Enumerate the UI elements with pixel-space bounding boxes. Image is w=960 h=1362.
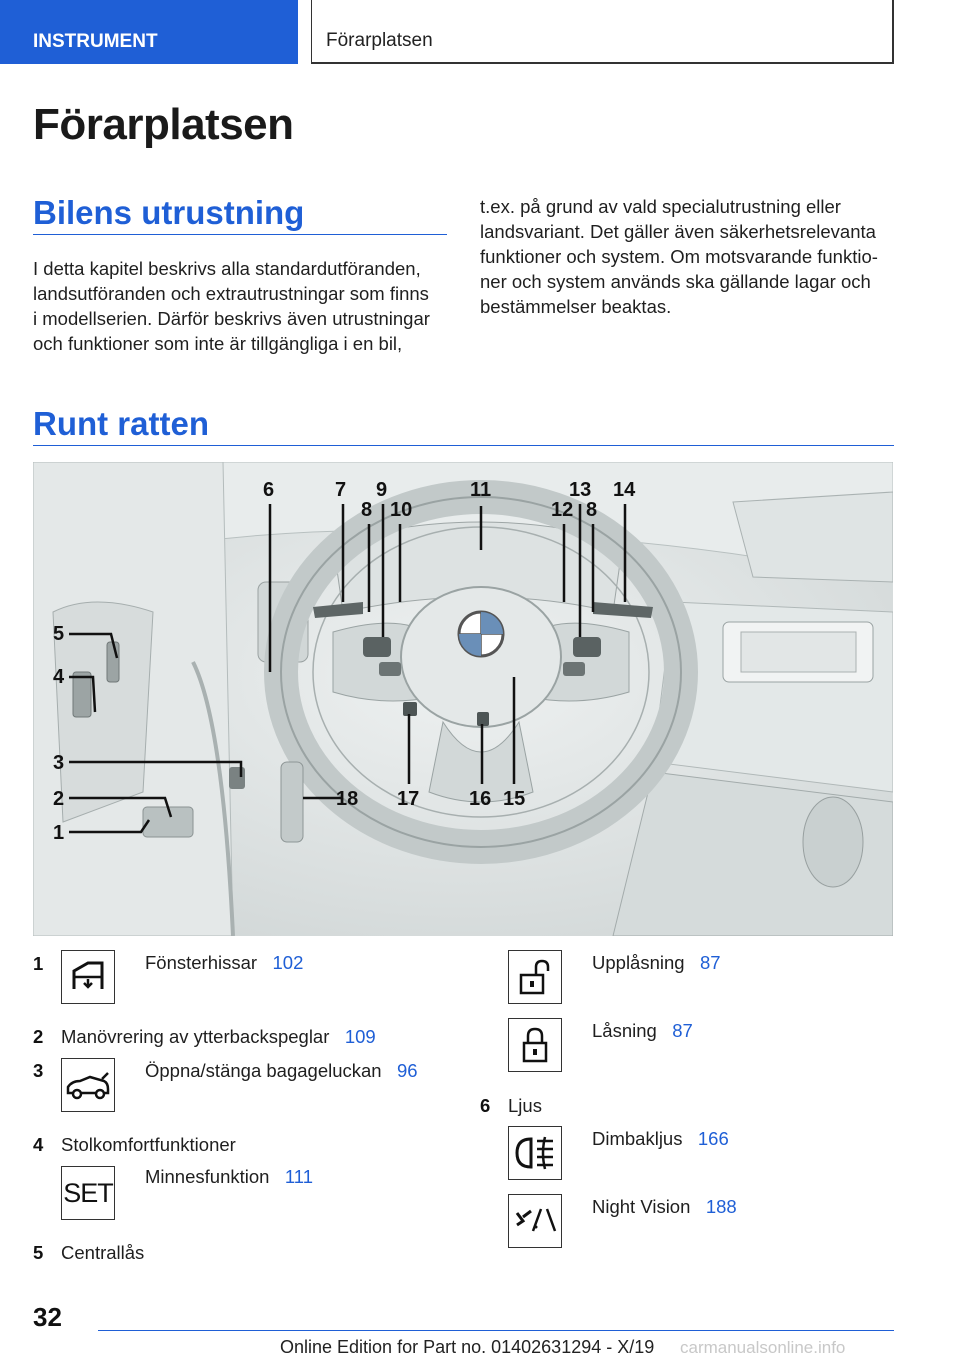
callout-8: 8 xyxy=(361,499,372,521)
item-number: 2 xyxy=(33,1026,44,1047)
item-number: 1 xyxy=(33,953,44,974)
page-title: Förarplatsen xyxy=(33,100,294,149)
unlock-icon xyxy=(508,950,562,1004)
item-mirrors: Manövrering av ytterbackspeglar 109 xyxy=(61,1026,376,1048)
cockpit-drawing: 6 7 8 9 10 11 12 8 13 14 5 4 3 2 1 18 17… xyxy=(33,462,893,936)
item-label: Minnesfunktion xyxy=(145,1166,270,1187)
item-label: Dimbakljus xyxy=(592,1128,683,1149)
item-memory: Minnesfunktion 111 xyxy=(145,1166,313,1188)
callout-6: 6 xyxy=(263,479,274,501)
section-rule xyxy=(33,234,447,235)
page-ref[interactable]: 109 xyxy=(344,1026,376,1047)
item-number: 3 xyxy=(33,1060,44,1081)
callout-10: 10 xyxy=(390,499,412,521)
text-line: bestämmelser beaktas. xyxy=(480,296,672,317)
item-label: Upplåsning xyxy=(592,952,685,973)
page-ref[interactable]: 87 xyxy=(700,952,721,973)
cockpit-illustration: 6 7 8 9 10 11 12 8 13 14 5 4 3 2 1 18 17… xyxy=(33,462,893,936)
page-ref[interactable]: 166 xyxy=(697,1128,729,1149)
item-window-lift: Fönsterhissar 102 xyxy=(145,952,303,974)
item-label: Ljus xyxy=(508,1095,542,1116)
lock-icon xyxy=(508,1018,562,1072)
item-label: Låsning xyxy=(592,1020,657,1041)
callout-1: 1 xyxy=(53,822,64,844)
footer-edition: Online Edition for Part no. 01402631294 … xyxy=(280,1337,655,1357)
item-number: 6 xyxy=(480,1095,491,1116)
trunk-icon xyxy=(61,1058,115,1112)
section-tab: INSTRUMENT xyxy=(0,0,298,64)
set-icon-text: SET xyxy=(63,1177,114,1208)
text-line: t.ex. på grund av vald specialutrustning… xyxy=(480,196,841,217)
item-number: 4 xyxy=(33,1134,44,1155)
page-ref[interactable]: 87 xyxy=(672,1020,693,1041)
item-label: Night Vision xyxy=(592,1196,691,1217)
callout-11: 11 xyxy=(470,479,491,501)
rear-fog-light-icon xyxy=(508,1126,562,1180)
section-heading-steering: Runt ratten xyxy=(33,405,209,442)
callout-17: 17 xyxy=(397,788,419,810)
header-title-box: Förarplatsen xyxy=(311,0,894,64)
text-line: i modellserien. Därför beskrivs även utr… xyxy=(33,308,430,329)
callout-14: 14 xyxy=(613,479,636,501)
header-title: Förarplatsen xyxy=(326,30,433,51)
section-heading-equipment: Bilens utrustning xyxy=(33,194,305,231)
callout-8b: 8 xyxy=(586,499,597,521)
item-lights: Ljus xyxy=(508,1095,542,1117)
item-central-lock: Centrallås xyxy=(61,1242,144,1264)
callout-16: 16 xyxy=(469,788,491,810)
callout-2: 2 xyxy=(53,788,64,810)
callout-15: 15 xyxy=(503,788,525,810)
callout-7: 7 xyxy=(335,479,346,501)
item-label: Fönsterhissar xyxy=(145,952,258,973)
item-label: Stolkomfortfunktioner xyxy=(61,1134,236,1155)
page-ref[interactable]: 102 xyxy=(272,952,304,973)
text-line: landsvariant. Det gäller även säkerhetsr… xyxy=(480,221,876,242)
text-line: och funktioner som inte är tillgängliga … xyxy=(33,333,403,354)
text-line: ner och system används ska gällande laga… xyxy=(480,271,871,292)
callout-5: 5 xyxy=(53,623,64,645)
item-label: Centrallås xyxy=(61,1242,145,1263)
item-unlock: Upplåsning 87 xyxy=(592,952,721,974)
item-rear-fog: Dimbakljus 166 xyxy=(592,1128,729,1150)
text-line: landsutföranden och extrautrustningar so… xyxy=(33,283,429,304)
watermark: carmanualsonline.info xyxy=(680,1338,846,1357)
night-vision-icon xyxy=(508,1194,562,1248)
text-line: I detta kapitel beskrivs alla standardut… xyxy=(33,258,421,279)
callout-9: 9 xyxy=(376,479,387,501)
footer-rule xyxy=(98,1330,894,1331)
item-night-vision: Night Vision 188 xyxy=(592,1196,737,1218)
page-ref[interactable]: 96 xyxy=(397,1060,418,1081)
item-trunk: Öppna/stänga bagageluckan 96 xyxy=(145,1060,418,1082)
intro-col2: t.ex. på grund av vald specialutrustning… xyxy=(480,194,900,319)
callout-18: 18 xyxy=(336,788,358,810)
text-line: funktioner och system. Om motsvarande fu… xyxy=(480,246,878,267)
page-number: 32 xyxy=(33,1302,62,1332)
section-label: INSTRUMENT xyxy=(33,31,158,52)
callout-4: 4 xyxy=(53,666,65,688)
item-label: Manövrering av ytterbackspeglar xyxy=(61,1026,330,1047)
item-number: 5 xyxy=(33,1242,44,1263)
callout-12: 12 xyxy=(551,499,573,521)
page-ref[interactable]: 111 xyxy=(284,1166,313,1187)
callout-3: 3 xyxy=(53,752,64,774)
intro-col1: I detta kapitel beskrivs alla standardut… xyxy=(33,256,453,356)
window-lift-icon xyxy=(61,950,115,1004)
callout-13: 13 xyxy=(569,479,591,501)
item-label: Öppna/stänga bagageluckan xyxy=(145,1060,382,1081)
item-seat-comfort: Stolkomfortfunktioner xyxy=(61,1134,236,1156)
set-icon: SET xyxy=(61,1166,115,1220)
item-lock: Låsning 87 xyxy=(592,1020,693,1042)
section-rule xyxy=(33,445,894,446)
page-ref[interactable]: 188 xyxy=(705,1196,737,1217)
